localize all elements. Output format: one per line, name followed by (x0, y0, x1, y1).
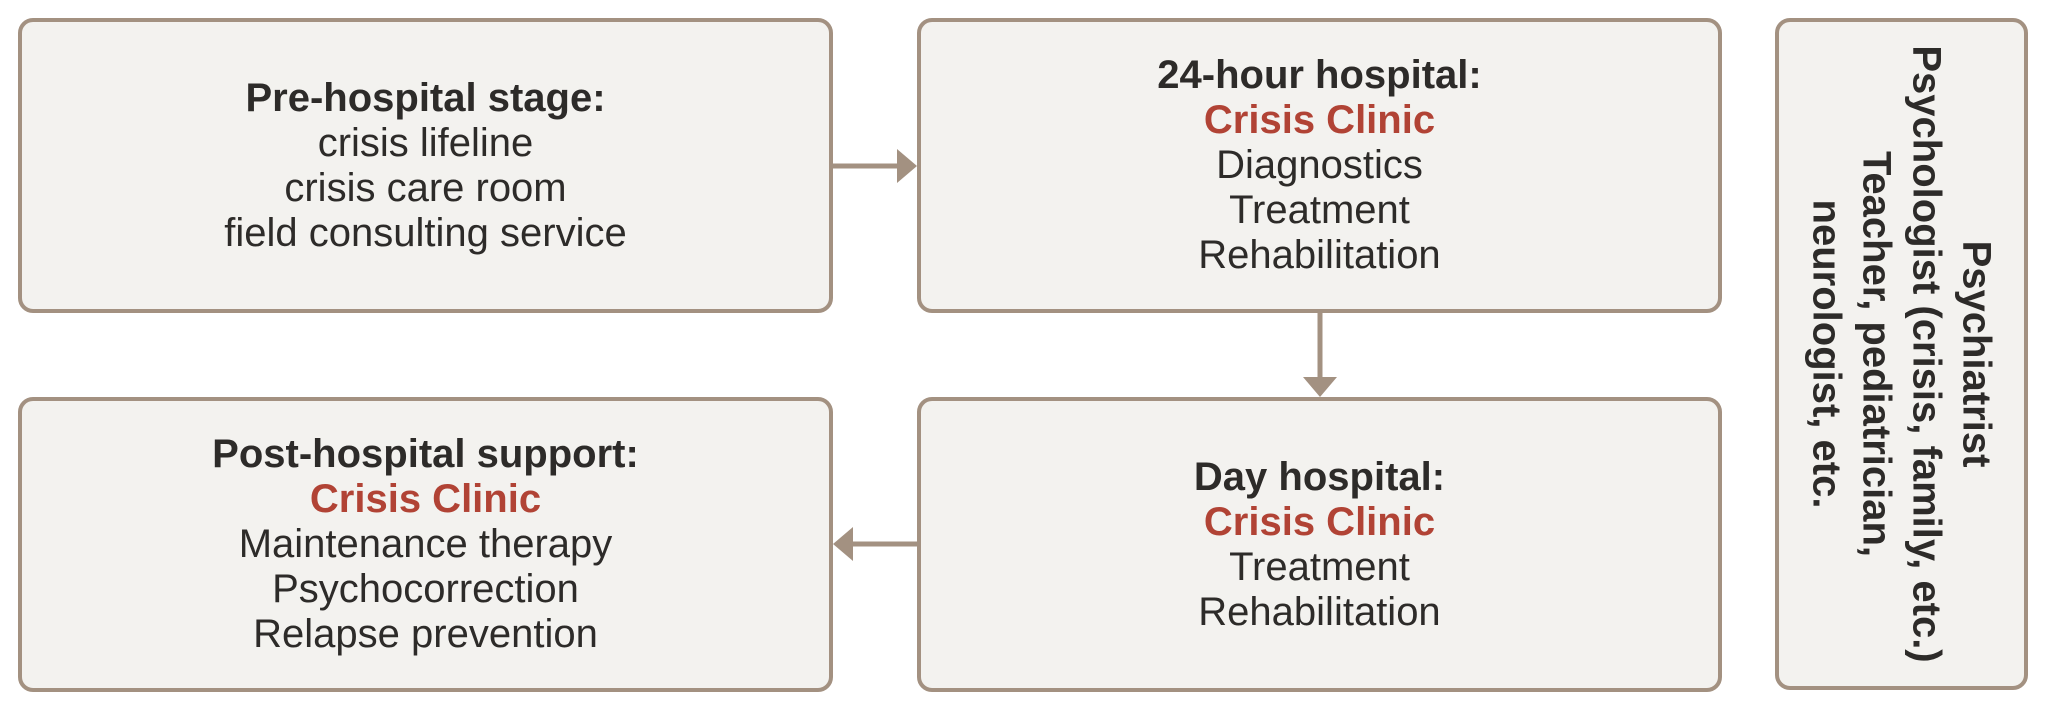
box-title: Post-hospital support: (212, 432, 639, 476)
box-title: 24-hour hospital: (1157, 53, 1482, 97)
box-line: Psychocorrection (272, 567, 579, 611)
box-title: Day hospital: (1193, 454, 1446, 499)
box-24-hour-hospital: 24-hour hospital: Crisis Clinic Diagnost… (917, 18, 1722, 313)
box-line: Rehabilitation (1198, 589, 1441, 634)
box-specialists-text: Psychiatrist Psychologist (crisis, famil… (1802, 45, 2002, 662)
box-24-hour-hospital-text: 24-hour hospital: Crisis Clinic Diagnost… (1157, 53, 1481, 278)
box-line: Diagnostics (1216, 143, 1423, 187)
box-line: Treatment (1229, 188, 1410, 232)
box-post-hospital-text: Post-hospital support: Crisis Clinic Mai… (212, 432, 639, 657)
box-line: Maintenance therapy (238, 522, 613, 566)
box-line: crisis care room (284, 165, 567, 210)
box-line: Treatment (1229, 544, 1410, 589)
arrow-pre-to-24h-icon (833, 149, 917, 183)
crisis-clinic-highlight: Crisis Clinic (309, 477, 542, 521)
box-line: Teacher, pediatrician, (1854, 150, 1899, 558)
crisis-clinic-highlight: Crisis Clinic (1203, 98, 1436, 142)
box-line: neurologist, etc. (1804, 199, 1849, 509)
box-line: Psychologist (crisis, family, etc.) (1904, 45, 1949, 663)
arrow-day-to-post-icon (833, 527, 917, 561)
box-line: field consulting service (224, 210, 627, 255)
box-specialists: Psychiatrist Psychologist (crisis, famil… (1775, 18, 2028, 690)
box-line: Relapse prevention (253, 612, 598, 656)
box-line: Rehabilitation (1198, 233, 1441, 277)
box-post-hospital-support: Post-hospital support: Crisis Clinic Mai… (18, 397, 833, 692)
box-title: Pre-hospital stage: (245, 75, 606, 120)
box-pre-hospital-text: Pre-hospital stage: crisis lifeline cris… (224, 76, 626, 256)
box-line: Psychiatrist (1954, 240, 1999, 468)
box-day-hospital-text: Day hospital: Crisis Clinic Treatment Re… (1194, 455, 1445, 635)
box-pre-hospital-stage: Pre-hospital stage: crisis lifeline cris… (18, 18, 833, 313)
box-line: crisis lifeline (317, 120, 534, 165)
box-day-hospital: Day hospital: Crisis Clinic Treatment Re… (917, 397, 1722, 692)
arrow-24h-to-day-icon (1303, 313, 1337, 397)
crisis-clinic-highlight: Crisis Clinic (1203, 499, 1436, 544)
